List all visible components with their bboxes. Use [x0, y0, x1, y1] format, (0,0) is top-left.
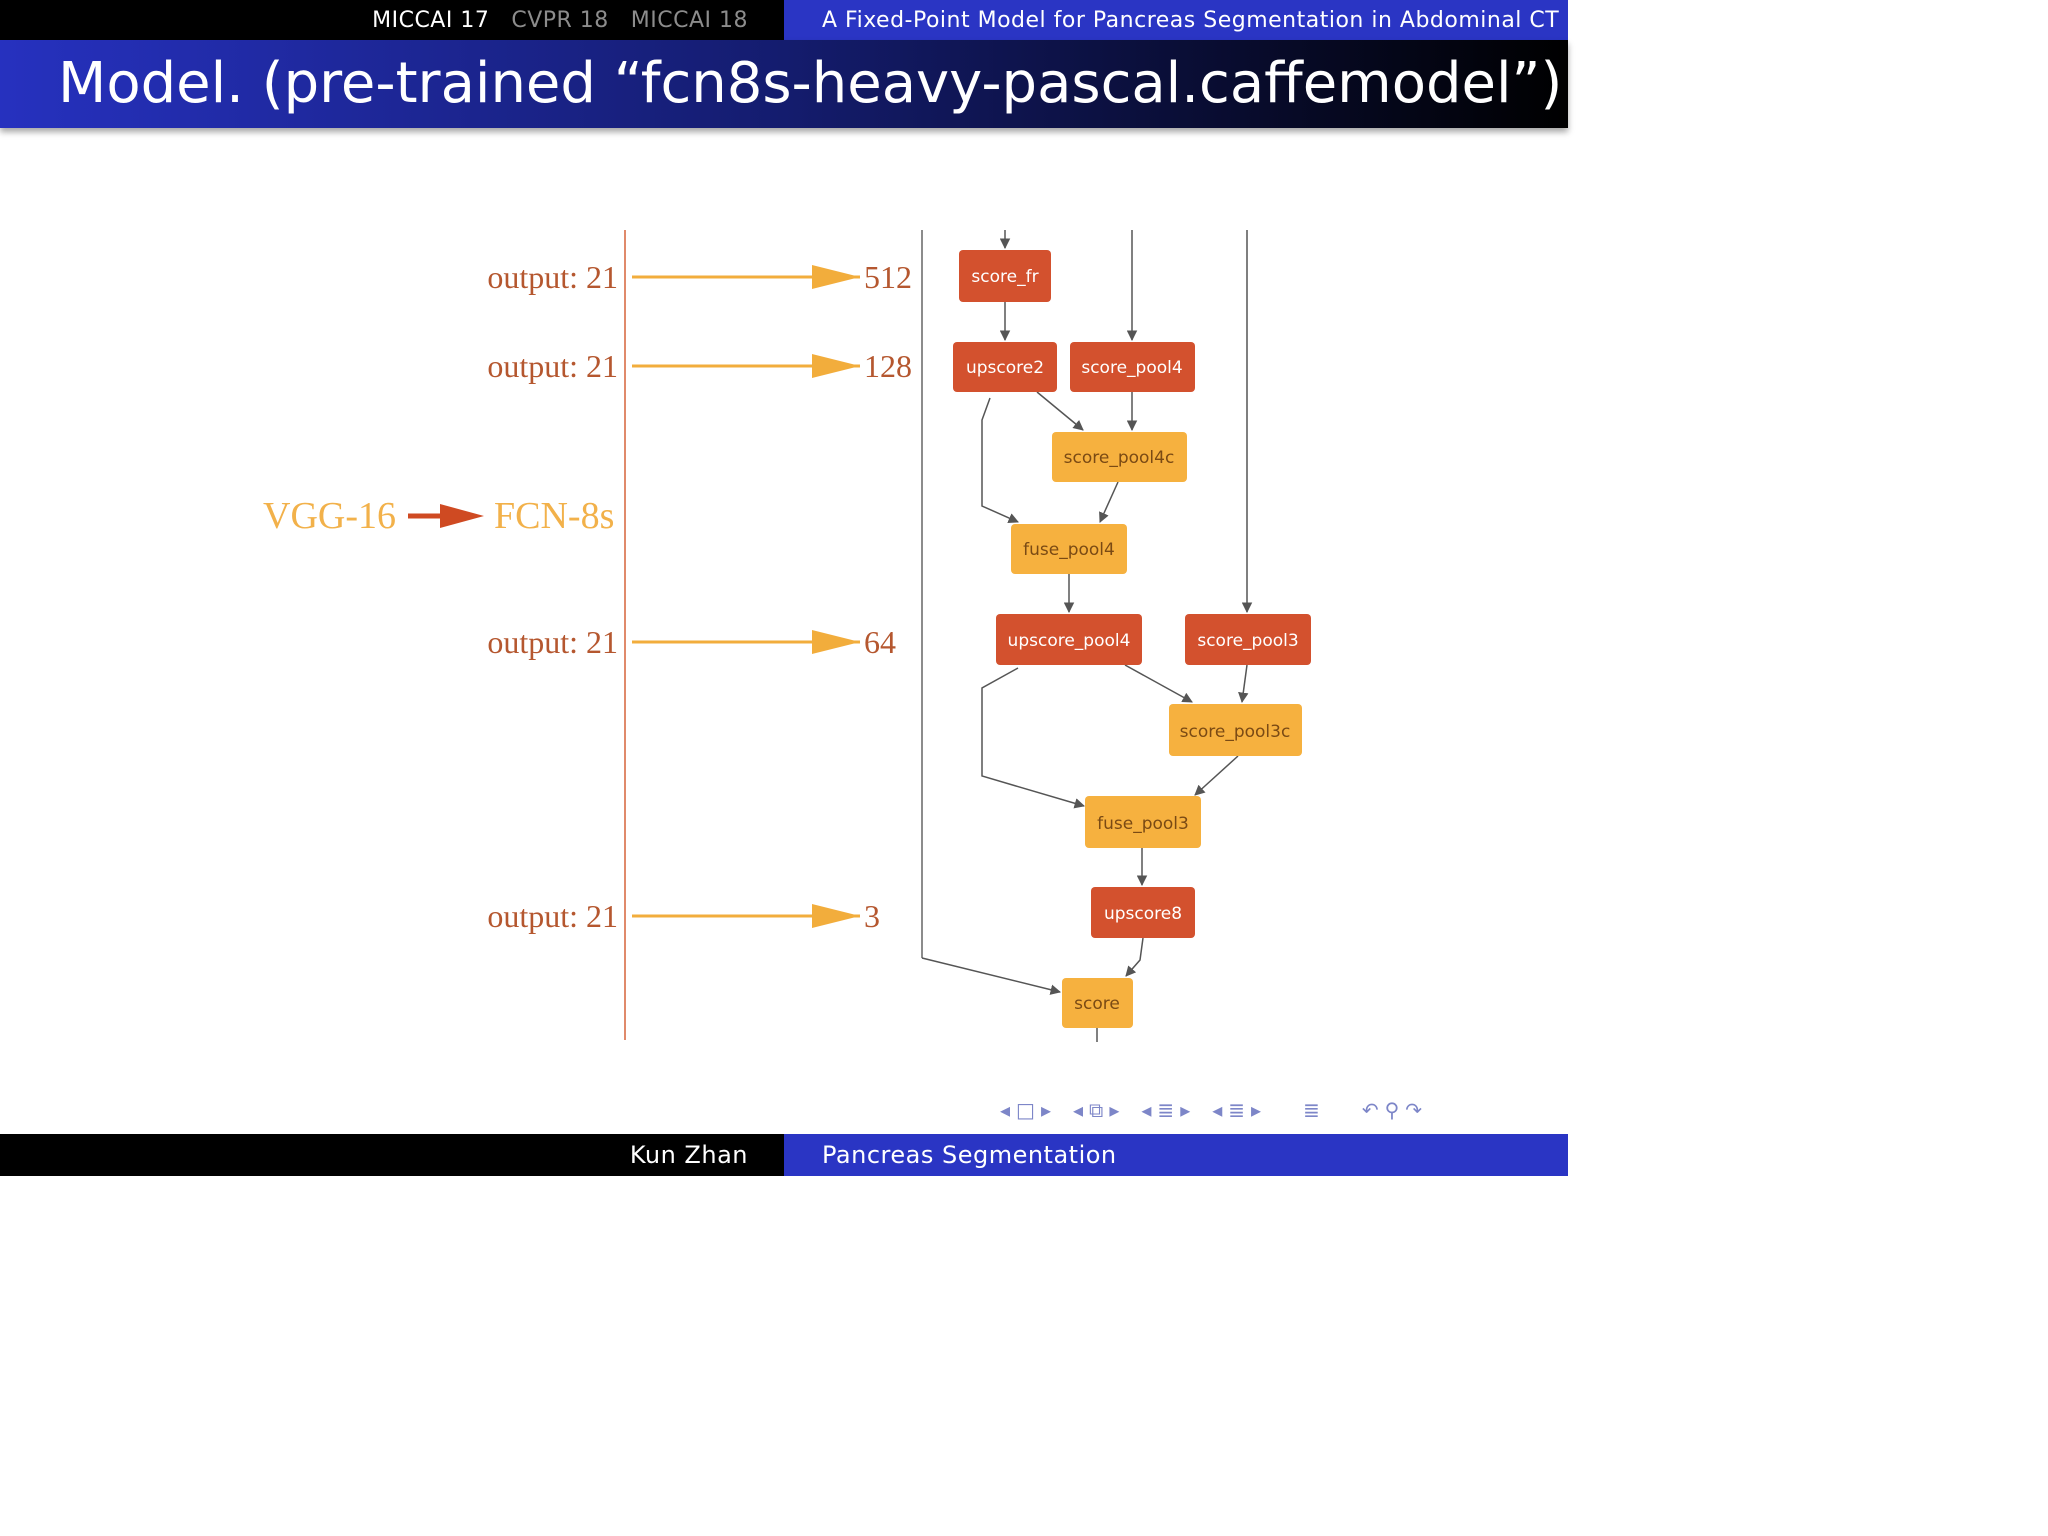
edge-upscore2-fusepool4	[981, 397, 1019, 523]
slide-title: Model. (pre-trained “fcn8s-heavy-pascal.…	[58, 51, 1563, 116]
nav-back-icon[interactable]: ↶	[1361, 1098, 1379, 1122]
edge-upscorepool4-fusepool3	[981, 667, 1086, 809]
svg-text:upscore_pool4: upscore_pool4	[1008, 631, 1131, 651]
node-score-fr: score_fr	[959, 250, 1051, 302]
edge-scorepool4c-fusepool4	[1099, 481, 1119, 523]
svg-text:score: score	[1074, 994, 1120, 1014]
footer-author: Kun Zhan	[629, 1141, 748, 1169]
output-value-64: 64	[864, 624, 896, 660]
talk-title-bar: A Fixed-Point Model for Pancreas Segment…	[784, 0, 1568, 40]
nav-slide-icon[interactable]: ⧉	[1089, 1098, 1104, 1122]
talk-title: A Fixed-Point Model for Pancreas Segment…	[822, 7, 1560, 33]
edge-upscore8-score	[1125, 937, 1144, 977]
node-upscore2: upscore2	[953, 342, 1057, 392]
node-score: score	[1062, 978, 1133, 1028]
nav-next-section-icon[interactable]: ▸	[1180, 1098, 1191, 1122]
output-value-128: 128	[864, 348, 912, 384]
nav-prev-slide-icon[interactable]: ◂	[1073, 1098, 1084, 1122]
node-score-pool4c: score_pool4c	[1052, 432, 1187, 482]
vgg-to-fcn-arrow	[408, 504, 484, 528]
output-label-3: output: 21	[487, 624, 618, 660]
svg-text:fuse_pool3: fuse_pool3	[1097, 814, 1189, 834]
node-upscore8: upscore8	[1091, 887, 1195, 938]
frame-title-bar: Model. (pre-trained “fcn8s-heavy-pascal.…	[0, 40, 1568, 128]
footer-bar: Kun Zhan Pancreas Segmentation	[0, 1134, 1568, 1176]
nav-prev-subsection-icon[interactable]: ◂	[1212, 1098, 1223, 1122]
output-arrow-512	[632, 265, 860, 289]
edge-scorepool3c-fusepool3	[1194, 755, 1239, 796]
footer-author-box: Kun Zhan	[0, 1134, 784, 1176]
svg-text:score_pool3: score_pool3	[1197, 631, 1298, 651]
node-fuse-pool4: fuse_pool4	[1011, 524, 1127, 574]
svg-text:score_pool3c: score_pool3c	[1180, 722, 1291, 742]
edge-upscorepool4-scorepool3c	[1124, 664, 1193, 703]
output-label-2: output: 21	[487, 348, 618, 384]
nav-search-icon[interactable]: ⚲	[1384, 1098, 1400, 1122]
svg-text:upscore2: upscore2	[966, 358, 1044, 378]
node-upscore-pool4: upscore_pool4	[996, 614, 1142, 665]
node-fuse-pool3: fuse_pool3	[1085, 796, 1201, 848]
nav-subsection-icon[interactable]: ≣	[1228, 1098, 1246, 1122]
nav-frame-icon[interactable]: □	[1016, 1098, 1035, 1122]
output-value-3: 3	[864, 898, 880, 934]
nav-prev-frame-icon[interactable]: ◂	[1000, 1098, 1011, 1122]
svg-text:score_fr: score_fr	[971, 267, 1038, 287]
output-label-1: output: 21	[487, 259, 618, 295]
nav-forward-icon[interactable]: ↷	[1405, 1098, 1423, 1122]
output-value-512: 512	[864, 259, 912, 295]
edge-data-score	[921, 957, 1062, 995]
output-arrow-3	[632, 904, 860, 928]
nav-section-icon[interactable]: ≣	[1157, 1098, 1175, 1122]
nav-next-slide-icon[interactable]: ▸	[1109, 1098, 1120, 1122]
beamer-navigation-symbols: ◂ □ ▸ ◂ ⧉ ▸ ◂ ≣ ▸ ◂ ≣ ▸ ≣ ↶ ⚲ ↷	[1000, 1094, 1560, 1126]
edge-scorepool3-scorepool3c	[1238, 664, 1249, 704]
fcn8s-architecture-diagram: output: 21 512 output: 21 128 output: 21…	[0, 140, 1568, 1090]
node-score-pool3c: score_pool3c	[1169, 704, 1302, 756]
footer-title-box: Pancreas Segmentation	[784, 1134, 1568, 1176]
nav-next-frame-icon[interactable]: ▸	[1040, 1098, 1051, 1122]
section-link-cvpr18[interactable]: CVPR 18	[511, 7, 609, 33]
diagram-canvas: output: 21 512 output: 21 128 output: 21…	[263, 230, 1311, 1042]
top-navigation-bar: MICCAI 17 CVPR 18 MICCAI 18 A Fixed-Poin…	[0, 0, 1568, 40]
fcn8s-label: FCN-8s	[494, 495, 614, 537]
nav-prev-section-icon[interactable]: ◂	[1141, 1098, 1152, 1122]
nav-toc-icon[interactable]: ≣	[1303, 1098, 1320, 1122]
node-score-pool3: score_pool3	[1185, 614, 1311, 665]
node-score-pool4: score_pool4	[1070, 342, 1195, 392]
output-arrow-128	[632, 354, 860, 378]
svg-text:fuse_pool4: fuse_pool4	[1023, 540, 1115, 560]
footer-short-title: Pancreas Segmentation	[822, 1141, 1117, 1169]
section-link-miccai18[interactable]: MICCAI 18	[630, 7, 748, 33]
nav-next-subsection-icon[interactable]: ▸	[1251, 1098, 1262, 1122]
svg-text:upscore8: upscore8	[1104, 904, 1182, 924]
vgg16-label: VGG-16	[263, 495, 396, 537]
section-navigation: MICCAI 17 CVPR 18 MICCAI 18	[0, 0, 784, 40]
edge-upscore2-scorepool4c	[1036, 391, 1084, 431]
graph-edges	[921, 230, 1253, 1042]
svg-text:score_pool4c: score_pool4c	[1064, 448, 1175, 468]
svg-text:score_pool4: score_pool4	[1081, 358, 1182, 378]
output-label-4: output: 21	[487, 898, 618, 934]
output-arrow-64	[632, 630, 860, 654]
section-link-miccai17[interactable]: MICCAI 17	[372, 7, 490, 33]
